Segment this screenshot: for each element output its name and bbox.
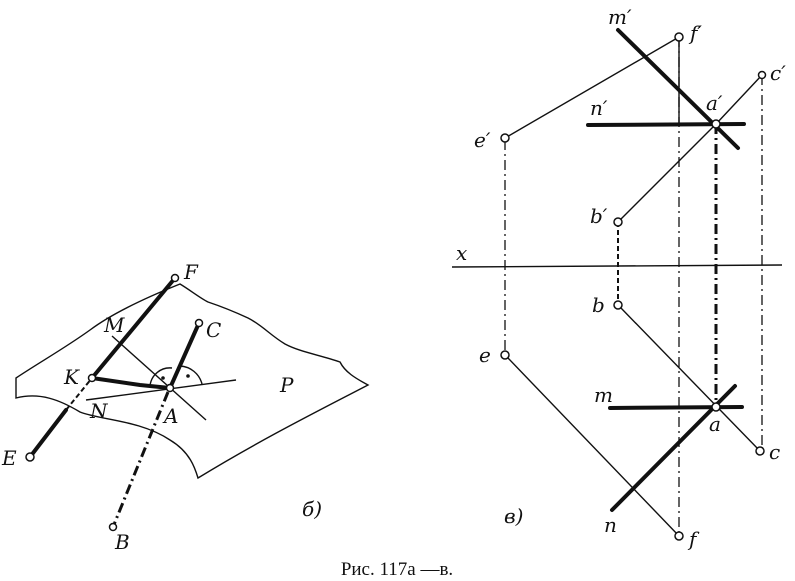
figure-caption: Рис. 117а —в. (341, 559, 453, 580)
point-c (755, 446, 765, 456)
line-b-c (619, 306, 761, 452)
label-M: M (103, 313, 125, 337)
label-K: K (63, 365, 80, 389)
line-m-lower (608, 405, 744, 410)
line-e-prime-f-prime (504, 36, 680, 139)
label-e-prime: e′ (474, 128, 491, 152)
label-m-prime: m′ (608, 5, 632, 29)
line-m-prime (616, 28, 740, 150)
angle-arc-1 (149, 367, 173, 387)
label-a-prime: a′ (706, 91, 723, 115)
angle-arc-2 (179, 365, 203, 385)
point-e-prime (500, 133, 510, 143)
point-e (500, 350, 510, 360)
label-m: m (594, 383, 613, 407)
figure-b: F M C K N A P E B б) (1, 260, 370, 554)
subfig-b: б) (302, 497, 322, 521)
figure-v: m′ f′ c′ n′ a′ e′ b′ x b e m a c n f в) (451, 5, 786, 551)
label-a: a (709, 412, 721, 436)
angle-dot-1 (161, 376, 165, 380)
label-E: E (1, 446, 17, 470)
label-f: f (687, 527, 700, 551)
line-m (111, 335, 207, 421)
label-c: c (769, 440, 780, 464)
label-n: n (604, 513, 617, 537)
line-ca (168, 321, 201, 390)
label-C: C (206, 318, 221, 342)
label-x: x (456, 241, 467, 265)
line-kf (90, 276, 177, 380)
line-ek-lower (28, 408, 68, 459)
label-b: b (592, 293, 605, 317)
label-B: B (114, 530, 130, 554)
line-e-f (506, 356, 680, 537)
line-ek-hidden (65, 377, 93, 411)
point-c-prime (757, 70, 767, 80)
point-C (194, 318, 204, 328)
line-n (85, 379, 237, 401)
point-F (170, 273, 180, 283)
point-A (165, 383, 175, 393)
line-a-prime-b-prime (617, 123, 717, 223)
label-A: A (162, 404, 178, 428)
label-e: e (479, 343, 491, 367)
point-b (613, 300, 623, 310)
label-P: P (279, 373, 294, 397)
subfig-v: в) (504, 504, 523, 528)
point-B (108, 522, 118, 532)
line-ka (90, 376, 172, 390)
point-a-prime (711, 119, 721, 129)
label-f-prime: f′ (688, 21, 702, 45)
label-c-prime: c′ (770, 61, 786, 85)
point-a (711, 402, 721, 412)
point-E (25, 452, 35, 462)
line-a-prime-c-prime (715, 74, 763, 125)
point-b-prime (613, 217, 623, 227)
label-N: N (89, 399, 109, 423)
label-F: F (183, 260, 199, 284)
line-ab-hidden (111, 391, 170, 528)
label-n-prime: n′ (590, 96, 608, 120)
point-K (87, 373, 97, 383)
plane-p (15, 283, 370, 480)
angle-dot-2 (186, 374, 190, 378)
label-b-prime: b′ (590, 204, 608, 228)
point-f-prime (674, 32, 684, 42)
point-f (674, 531, 684, 541)
